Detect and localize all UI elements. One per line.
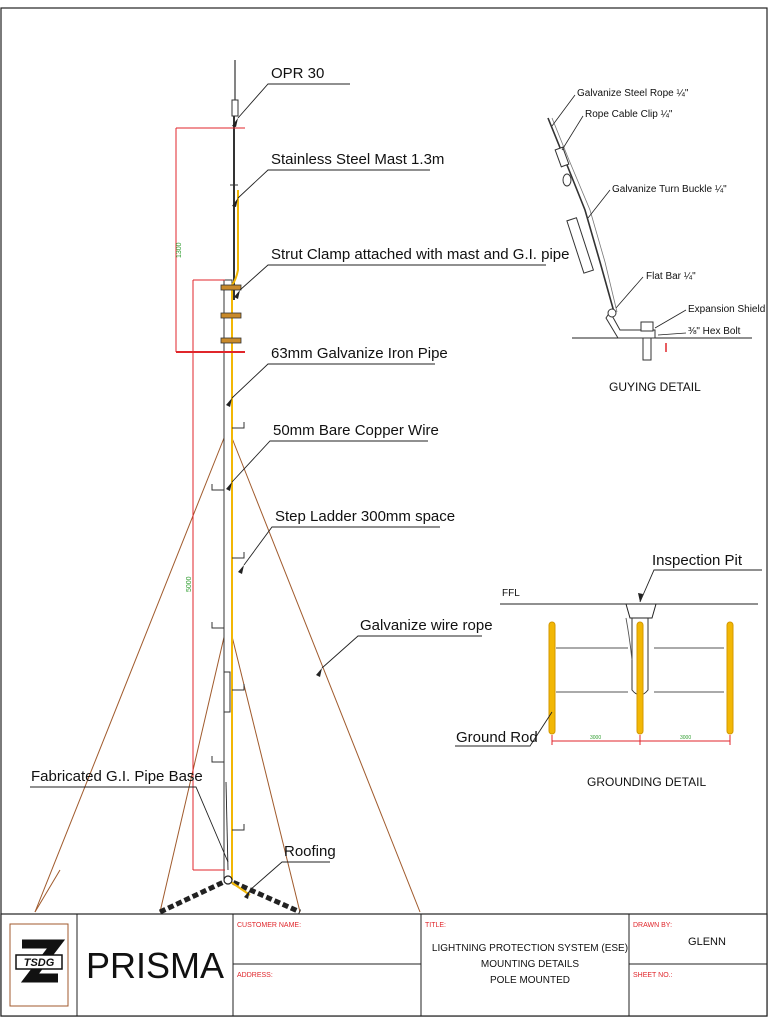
dim-mast-height: 1300 — [176, 242, 183, 258]
guy-wires — [34, 427, 421, 913]
tsdg-logo: TSDG — [9, 923, 69, 1007]
cable-clip — [554, 146, 570, 168]
turnbuckle-eye — [562, 173, 572, 187]
mast-elevation: 1300 5000 OPR 30 Stainless Steel Ma — [30, 60, 569, 915]
turnbuckle — [566, 217, 595, 274]
step-ladder — [211, 422, 245, 831]
label-gi-pipe: 63mm Galvanize Iron Pipe — [271, 345, 448, 362]
drawing-title-line2: MOUNTING DETAILS — [481, 959, 579, 970]
hex-bolt-head — [640, 321, 654, 332]
drawn-by-value: GLENN — [688, 936, 726, 948]
drawing-title-line1: LIGHTNING PROTECTION SYSTEM (ESE) — [432, 943, 628, 954]
label-inspection-pit: Inspection Pit — [652, 552, 743, 569]
project-name: PRISMA — [86, 945, 224, 986]
logo-text: TSDG — [24, 957, 55, 969]
strut-clamps — [220, 284, 242, 344]
dim-pipe-height: 5000 — [186, 576, 193, 592]
label-strut-clamp: Strut Clamp attached with mast and G.I. … — [271, 246, 569, 263]
opr-head — [231, 99, 239, 117]
address-label: ADDRESS: — [237, 972, 273, 979]
ground-rods — [548, 621, 734, 735]
label-wire-rope: Galvanize wire rope — [360, 617, 493, 634]
grounding-title: GROUNDING DETAIL — [587, 775, 706, 789]
dim-rod-spacing-2: 3000 — [680, 735, 691, 741]
label-copper-wire: 50mm Bare Copper Wire — [273, 422, 439, 439]
dim-rod-spacing-1: 3000 — [590, 735, 601, 741]
label-turnbuckle: Galvanize Turn Buckle ¼" — [612, 183, 727, 195]
label-ffl: FFL — [502, 588, 520, 599]
grounding-detail: FFL 3000 3000 Inspection Pit — [455, 552, 762, 789]
label-expansion-shield: Expansion Shield — [688, 304, 765, 315]
leader-lines — [30, 83, 546, 891]
label-roofing: Roofing — [284, 843, 336, 860]
drawing-title-line3: POLE MOUNTED — [490, 975, 570, 986]
label-opr: OPR 30 — [271, 65, 324, 82]
label-mast: Stainless Steel Mast 1.3m — [271, 151, 444, 168]
label-step-ladder: Step Ladder 300mm space — [275, 508, 455, 525]
expansion-shield — [642, 337, 652, 361]
inspection-pit — [625, 603, 657, 619]
guying-detail: Galvanize Steel Rope ¼" Rope Cable Clip … — [547, 87, 765, 394]
sheet-no-label: SHEET NO.: — [633, 972, 673, 979]
label-guy-rope: Galvanize Steel Rope ¼" — [577, 87, 689, 99]
guy-rope — [547, 117, 615, 313]
label-ground-rod: Ground Rod — [456, 729, 538, 746]
pipe-base — [158, 875, 302, 915]
label-cable-clip: Rope Cable Clip ¼" — [585, 108, 673, 120]
leader-arrows — [226, 118, 322, 899]
gi-pipe — [223, 279, 233, 881]
drawn-by-label: DRAWN BY: — [633, 922, 672, 929]
customer-name-label: CUSTOMER NAME: — [237, 922, 301, 929]
title-label: TITLE: — [425, 922, 446, 929]
label-hex-bolt: ⅜" Hex Bolt — [688, 326, 741, 337]
dimension-lines — [175, 127, 245, 871]
label-pipe-base: Fabricated G.I. Pipe Base — [31, 768, 203, 785]
label-flat-bar: Flat Bar ¼" — [646, 270, 696, 282]
guying-title: GUYING DETAIL — [609, 380, 701, 394]
title-block: TSDG PRISMA CUSTOMER NAME: ADDRESS: TITL… — [0, 913, 768, 1017]
